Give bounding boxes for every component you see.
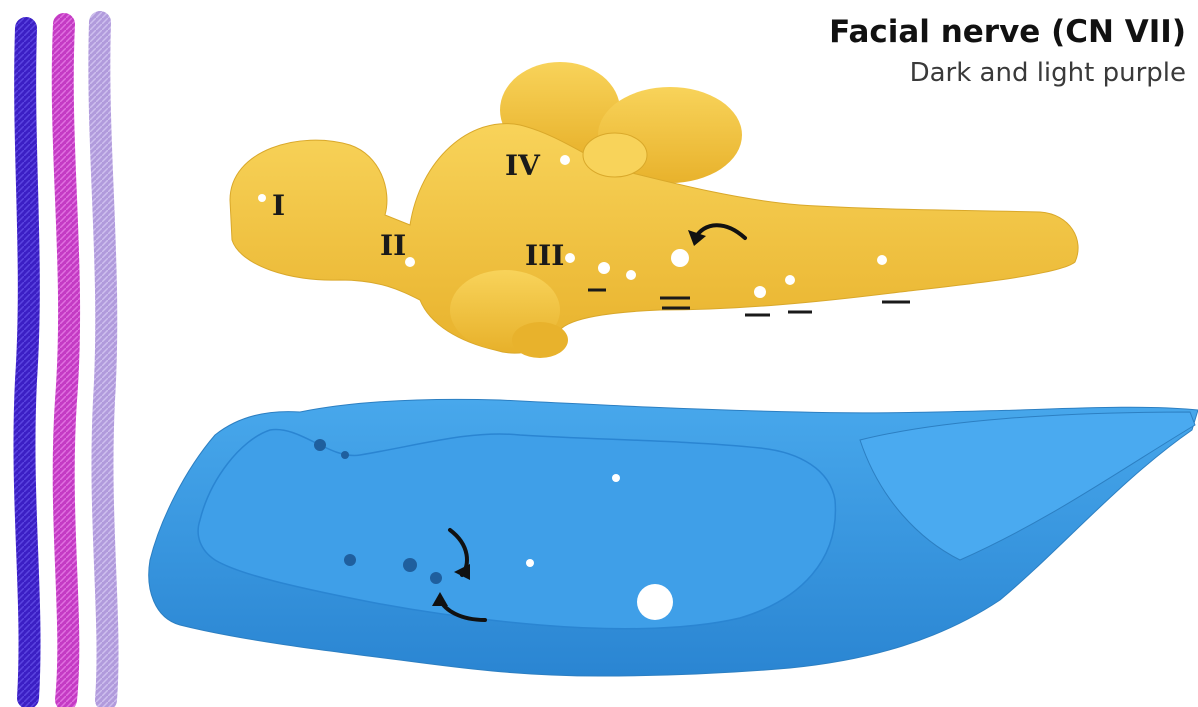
brain-label-iv: IV <box>505 149 541 182</box>
brain-model: I II III IV <box>230 62 1078 358</box>
skull-model <box>149 399 1198 676</box>
magenta-pipe-cleaner <box>63 24 69 700</box>
brain-label-i: I <box>272 189 285 222</box>
pipe-cleaners <box>24 22 107 700</box>
brain-label-iii: III <box>525 239 564 272</box>
dark-purple-pipe-cleaner <box>24 28 29 698</box>
light-purple-pipe-cleaner <box>99 22 107 700</box>
brain-label-ii: II <box>380 229 406 262</box>
